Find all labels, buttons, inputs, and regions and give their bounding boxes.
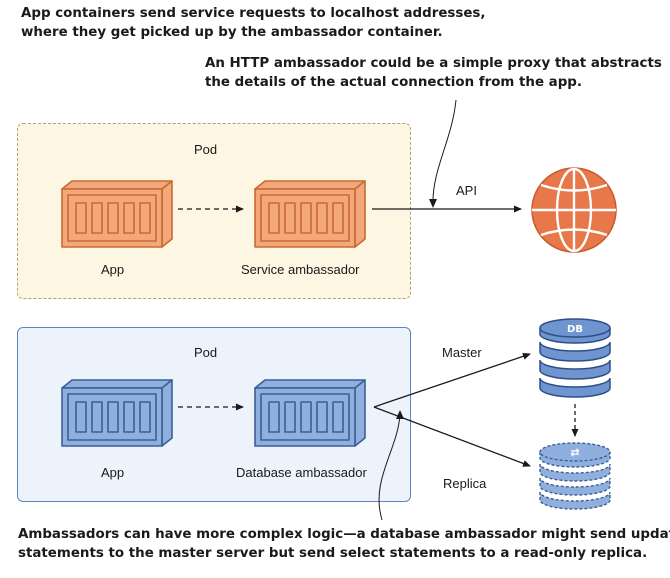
master-arrow [373, 352, 531, 408]
db-label: DB [567, 324, 583, 335]
app-label: App [101, 465, 125, 480]
app-container-icon [61, 379, 173, 447]
annotation-top-right: An HTTP ambassador could be a simple pro… [205, 56, 662, 90]
replica-arrow [373, 406, 531, 467]
annotation-leader-arrowhead [429, 199, 437, 208]
master-database-icon [539, 318, 611, 398]
database-ambassador-container-icon [254, 379, 366, 447]
database-ambassador-label: Database ambassador [236, 465, 367, 480]
annotation-leader-arrowhead [396, 410, 404, 419]
service-ambassador-label: Service ambassador [241, 262, 360, 277]
annotation-top-left: App containers send service requests to … [21, 6, 486, 40]
api-label: API [456, 183, 477, 198]
sync-icon: ⇄ [570, 446, 579, 459]
globe-icon [531, 167, 617, 253]
master-label: Master [442, 345, 482, 360]
replica-database-icon [539, 442, 611, 510]
pod-title: Pod [194, 142, 218, 157]
app-container-icon [61, 180, 173, 248]
service-ambassador-container-icon [254, 180, 366, 248]
pod-title: Pod [194, 345, 218, 360]
replica-label: Replica [443, 476, 487, 491]
app-label: App [101, 262, 125, 277]
annotation-leader-line [432, 99, 457, 205]
annotation-leader-line [378, 413, 401, 521]
annotation-bottom: Ambassadors can have more complex logic—… [18, 527, 670, 561]
